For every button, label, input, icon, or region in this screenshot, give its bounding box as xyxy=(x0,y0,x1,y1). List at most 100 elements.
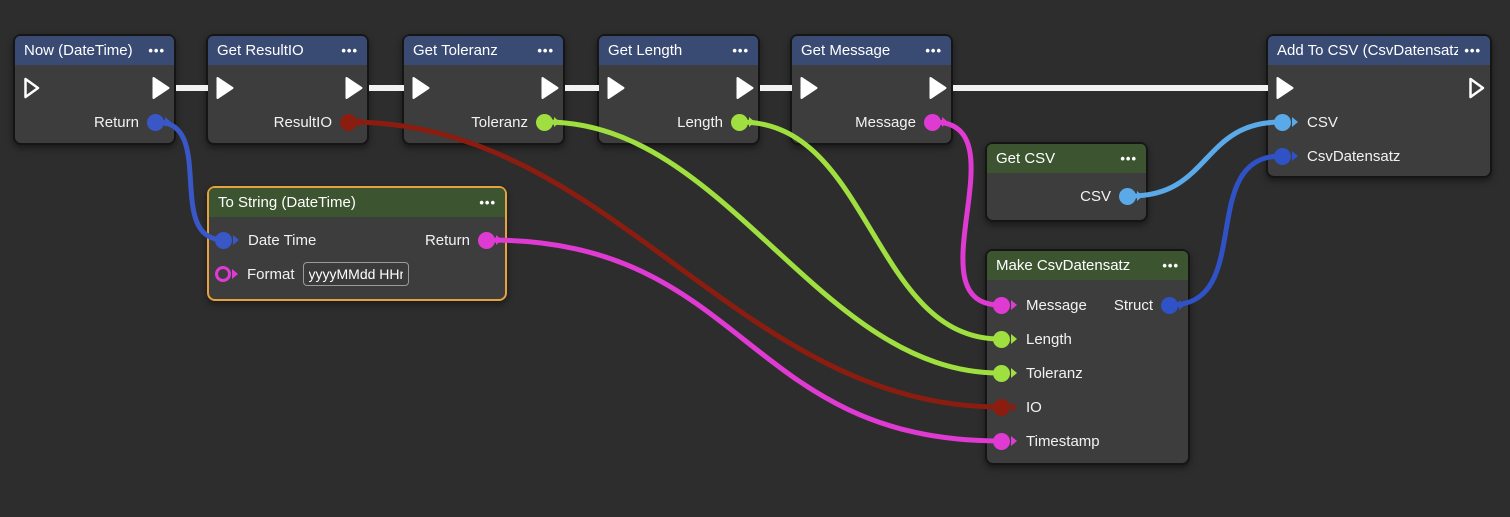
pin-dot[interactable] xyxy=(924,113,941,131)
pin-return-out[interactable]: Return xyxy=(425,231,505,249)
pin-dot[interactable] xyxy=(731,113,748,131)
pin-dot[interactable] xyxy=(993,432,1010,450)
dots-menu-icon[interactable]: ••• xyxy=(1120,151,1137,166)
wire-struct-to-csvdatensatz[interactable] xyxy=(1170,153,1282,308)
pin-csv[interactable]: CSV xyxy=(1268,113,1338,131)
pin-chevron-icon xyxy=(1179,300,1185,310)
pin-dot[interactable] xyxy=(478,231,495,249)
node-header[interactable]: Get CSV ••• xyxy=(987,144,1146,173)
pin-length[interactable]: Length xyxy=(677,113,758,131)
pin-dot[interactable] xyxy=(1161,296,1178,314)
node-header[interactable]: Add To CSV (CsvDatensatz) ••• xyxy=(1268,36,1490,65)
pin-csvdatensatz[interactable]: CsvDatensatz xyxy=(1268,147,1400,165)
exec-in-pin[interactable] xyxy=(23,76,41,100)
pin-ring[interactable] xyxy=(215,266,231,282)
pin-label: Length xyxy=(1026,330,1072,348)
pin-dot[interactable] xyxy=(993,330,1010,348)
pin-message-in[interactable]: Message xyxy=(987,296,1087,314)
pin-label: Struct xyxy=(1113,296,1153,314)
node-header[interactable]: Get Toleranz ••• xyxy=(404,36,563,65)
node-get-message[interactable]: Get Message ••• Message xyxy=(790,34,953,145)
pin-message[interactable]: Message xyxy=(855,113,951,131)
node-header[interactable]: To String (DateTime) ••• xyxy=(209,188,505,217)
exec-in-pin[interactable] xyxy=(800,76,818,100)
node-get-csv[interactable]: Get CSV ••• CSV xyxy=(985,142,1148,222)
pin-dot[interactable] xyxy=(215,231,232,249)
wire-getcsv-to-csv[interactable] xyxy=(1130,119,1282,199)
pin-dot[interactable] xyxy=(1274,113,1291,131)
wire-tostring-return-to-timestamp[interactable] xyxy=(489,237,1001,444)
pin-format[interactable]: Format xyxy=(209,266,295,283)
pin-dot[interactable] xyxy=(993,398,1010,416)
pin-resultio[interactable]: ResultIO xyxy=(274,113,367,131)
pin-csv-out[interactable]: CSV xyxy=(1080,187,1146,205)
node-to-string-datetime[interactable]: To String (DateTime) ••• Date Time Retur… xyxy=(207,186,507,301)
pin-label: Message xyxy=(1026,296,1087,314)
exec-out-pin[interactable] xyxy=(345,76,363,100)
dots-menu-icon[interactable]: ••• xyxy=(479,195,496,210)
pin-chevron-icon xyxy=(496,235,502,245)
exec-out-pin[interactable] xyxy=(929,76,947,100)
dots-menu-icon[interactable]: ••• xyxy=(1162,258,1179,273)
pin-chevron-icon xyxy=(942,117,948,127)
wire-message-to-message[interactable] xyxy=(933,119,1001,308)
wire-toleranz-to-toleranz[interactable] xyxy=(545,119,1001,376)
pin-toleranz-in[interactable]: Toleranz xyxy=(987,364,1083,382)
dots-menu-icon[interactable]: ••• xyxy=(732,43,749,58)
pin-struct-out[interactable]: Struct xyxy=(1113,296,1188,314)
pin-label: CSV xyxy=(1080,187,1111,205)
node-now-datetime[interactable]: Now (DateTime) ••• Return xyxy=(13,34,176,145)
node-title: Now (DateTime) xyxy=(24,42,133,59)
dots-menu-icon[interactable]: ••• xyxy=(1464,43,1481,58)
node-header[interactable]: Now (DateTime) ••• xyxy=(15,36,174,65)
pin-io-in[interactable]: IO xyxy=(987,398,1042,416)
pin-dot[interactable] xyxy=(993,364,1010,382)
format-input[interactable] xyxy=(302,262,409,286)
node-get-resultio[interactable]: Get ResultIO ••• ResultIO xyxy=(206,34,369,145)
node-get-length[interactable]: Get Length ••• Length xyxy=(597,34,760,145)
pin-label: IO xyxy=(1026,398,1042,416)
dots-menu-icon[interactable]: ••• xyxy=(925,43,942,58)
pin-chevron-icon xyxy=(554,117,560,127)
pin-label: Length xyxy=(677,113,723,131)
node-header[interactable]: Get ResultIO ••• xyxy=(208,36,367,65)
dots-menu-icon[interactable]: ••• xyxy=(148,43,165,58)
exec-out-pin[interactable] xyxy=(152,76,170,100)
pin-date-time[interactable]: Date Time xyxy=(209,231,316,249)
pin-dot[interactable] xyxy=(993,296,1010,314)
pin-label: Return xyxy=(93,113,139,131)
exec-in-pin[interactable] xyxy=(412,76,430,100)
pin-return[interactable]: Return xyxy=(93,113,174,131)
exec-in-pin[interactable] xyxy=(1276,76,1294,100)
exec-in-pin[interactable] xyxy=(216,76,234,100)
node-header[interactable]: Get Message ••• xyxy=(792,36,951,65)
pin-label: Timestamp xyxy=(1026,432,1100,450)
pin-chevron-icon xyxy=(358,117,364,127)
wire-length-to-length[interactable] xyxy=(740,119,1001,342)
pin-length-in[interactable]: Length xyxy=(987,330,1072,348)
wire-resultio-to-io[interactable] xyxy=(349,119,1001,410)
exec-in-pin[interactable] xyxy=(607,76,625,100)
dots-menu-icon[interactable]: ••• xyxy=(537,43,554,58)
exec-out-pin[interactable] xyxy=(541,76,559,100)
exec-out-pin[interactable] xyxy=(1468,76,1486,100)
exec-out-pin[interactable] xyxy=(736,76,754,100)
pin-dot[interactable] xyxy=(1274,147,1291,165)
node-get-toleranz[interactable]: Get Toleranz ••• Toleranz xyxy=(402,34,565,145)
dots-menu-icon[interactable]: ••• xyxy=(341,43,358,58)
pin-dot[interactable] xyxy=(1119,187,1136,205)
pin-chevron-icon xyxy=(1137,191,1143,201)
pin-dot[interactable] xyxy=(147,113,164,131)
pin-timestamp-in[interactable]: Timestamp xyxy=(987,432,1100,450)
pin-toleranz[interactable]: Toleranz xyxy=(471,113,563,131)
pin-dot[interactable] xyxy=(536,113,553,131)
pin-chevron-icon xyxy=(1292,117,1298,127)
pin-dot[interactable] xyxy=(340,113,357,131)
node-make-csvdatensatz[interactable]: Make CsvDatensatz ••• Message Struct Len… xyxy=(985,249,1190,465)
node-header[interactable]: Make CsvDatensatz ••• xyxy=(987,251,1188,280)
node-header[interactable]: Get Length ••• xyxy=(599,36,758,65)
wire-now-return-to-datetime[interactable] xyxy=(156,119,225,243)
node-add-to-csv[interactable]: Add To CSV (CsvDatensatz) ••• CSV CsvDat… xyxy=(1266,34,1492,178)
